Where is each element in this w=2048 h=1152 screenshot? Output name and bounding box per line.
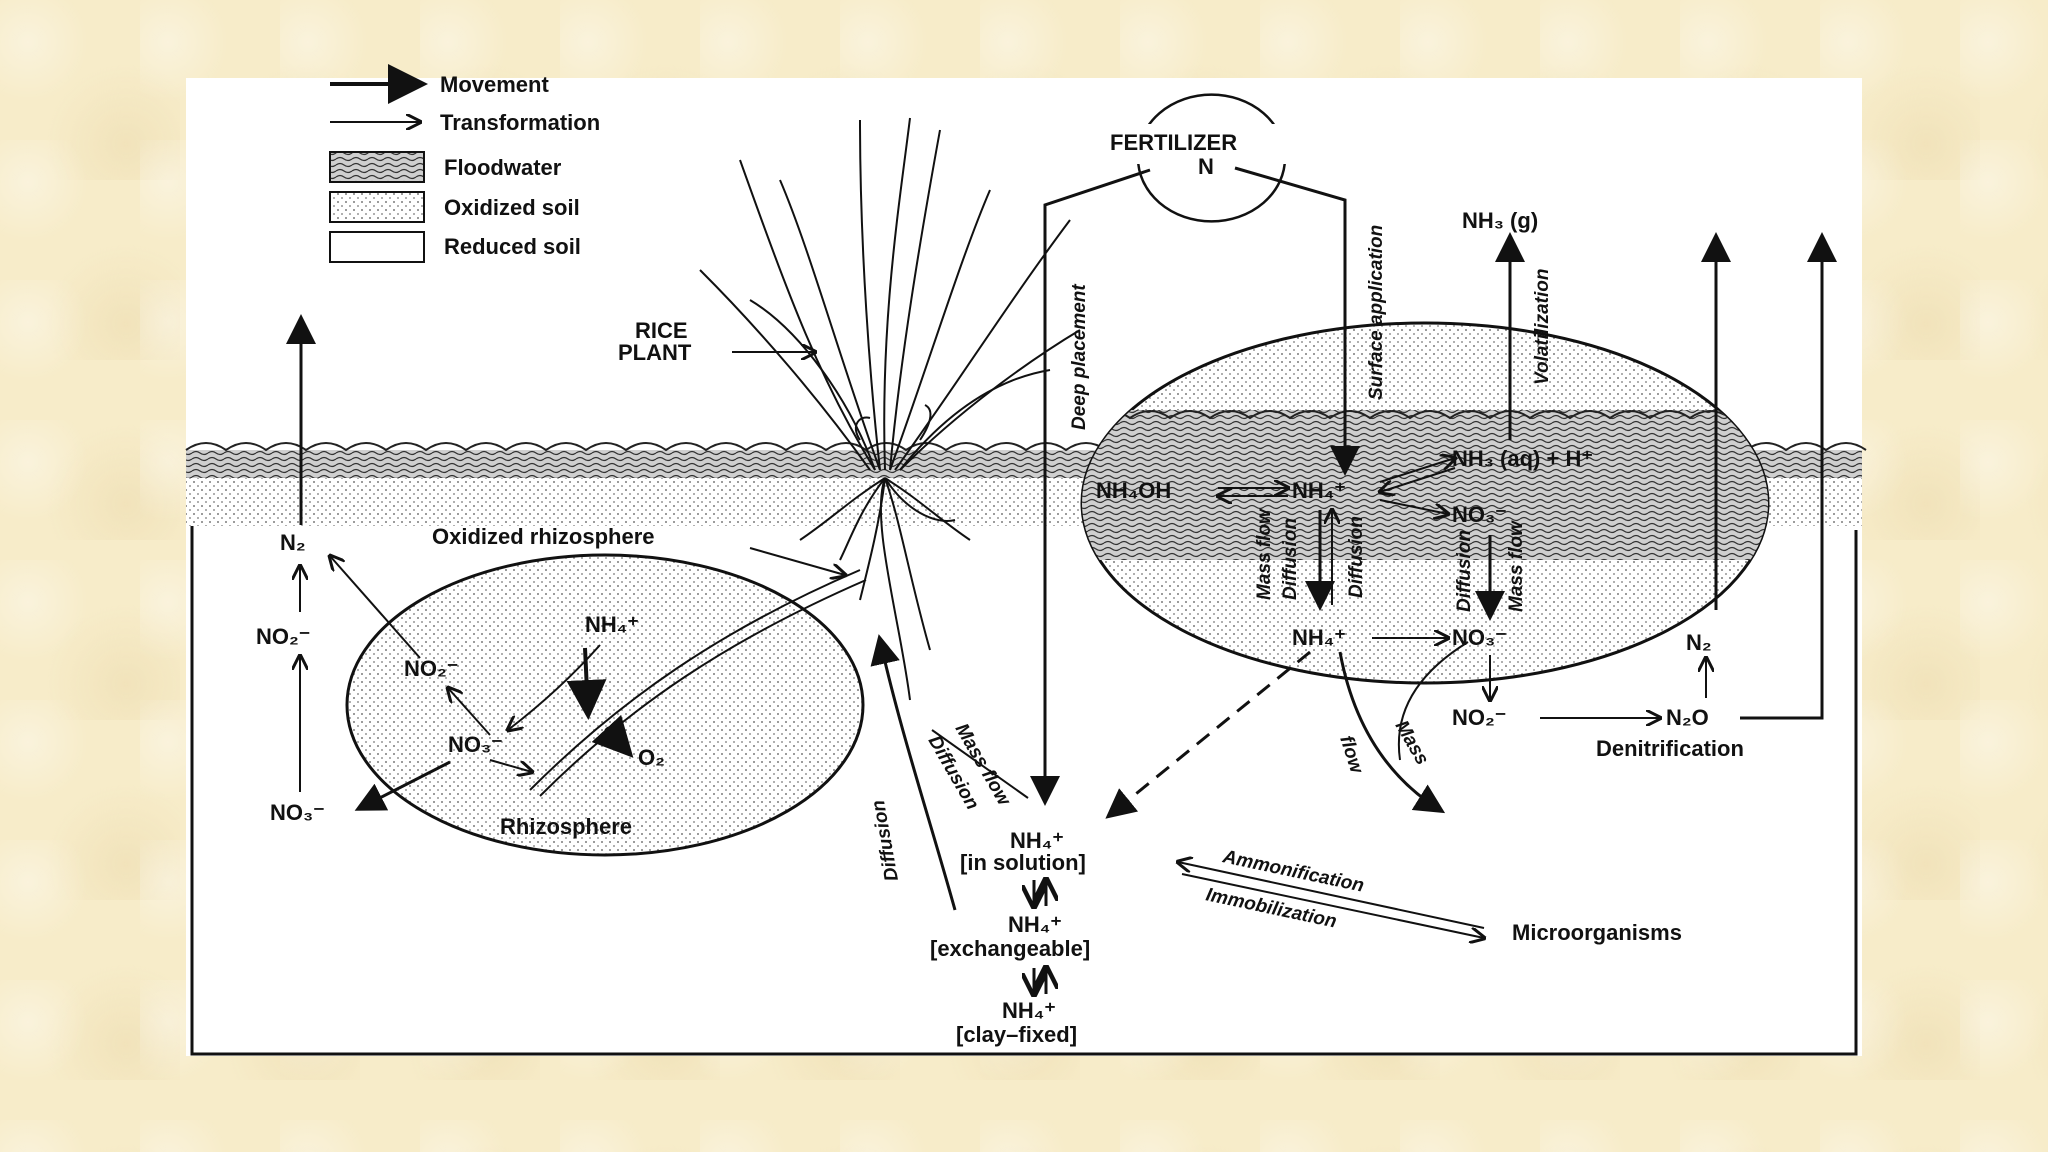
diffusion-up-arrow [870,634,957,911]
fertilizer-source: FERTILIZER N [1100,93,1320,223]
legend-floodwater-swatch [329,151,425,183]
rice-plant-label-1: RICE [635,318,688,343]
rice-plant [699,117,1081,701]
nh4-top-label: NH₄⁺ [1292,478,1346,503]
mass-flow-right-label: Mass flow [1506,520,1527,612]
mass-flow-left-label: Mass flow [1254,508,1275,600]
in-solution-label: [in solution] [960,850,1086,875]
legend-reduced-label: Reduced soil [444,234,581,259]
no2-right-label: NO₂⁻ [1452,705,1506,730]
exchangeable-label: [exchangeable] [930,936,1090,961]
no3-rhizo-label: NO₃⁻ [448,732,503,757]
no3-left-label: NO₃⁻ [270,800,325,825]
no2-rhizo-label: NO₂⁻ [404,656,458,681]
legend-reduced-swatch [329,231,425,263]
fertilizer-label: FERTILIZER [1110,130,1237,155]
rhizosphere-label: Rhizosphere [500,814,632,839]
nh4-solution-label: NH₄⁺ [1010,828,1064,853]
nh4-rhizo-label: NH₄⁺ [585,612,639,637]
fertilizer-zone-circle [1080,321,1770,685]
deep-placement-arrow [1030,168,1151,806]
legend-movement-label: Movement [440,72,549,97]
diffusion-left-label: Diffusion [1280,518,1301,600]
reduced-soil-border [190,526,1858,1056]
rice-plant-label-2: PLANT [618,340,692,365]
legend-transformation-label: Transformation [440,110,600,135]
rhizosphere-circle [345,553,865,857]
legend: Movement Transformation Floodwater Oxidi… [329,64,600,263]
deep-placement-label: Deep placement [1069,284,1090,430]
nh4-clay-label: NH₄⁺ [1002,998,1056,1023]
clay-fixed-label: [clay–fixed] [956,1022,1077,1047]
diffusion-left-label-2: Diffusion [1346,516,1367,598]
mass-flow-curve-arrow [1338,651,1446,814]
nh4-exchangeable-label: NH₄⁺ [1008,912,1062,937]
no3-top-label: NO₃⁻ [1452,502,1507,527]
nh3-gas-label: NH₃ (g) [1462,208,1538,233]
surface-application-label: Surface application [1366,225,1387,400]
dashed-nh4-arrow [1105,650,1311,819]
o2-label: O₂ [638,745,665,770]
nh3-aq-label: NH₃ (aq) + H⁺ [1452,446,1593,471]
surface-application-arrow [1234,166,1360,476]
n2-right-label: N₂ [1686,630,1712,655]
fertilizer-n-label: N [1198,154,1214,179]
n2o-label: N₂O [1666,705,1709,730]
microorganisms-label: Microorganisms [1512,920,1682,945]
nh4-mid-label: NH₄⁺ [1292,625,1346,650]
oxidized-rhizosphere-label: Oxidized rhizosphere [432,524,655,549]
legend-floodwater-label: Floodwater [444,155,562,180]
no2-left-label: NO₂⁻ [256,624,310,649]
legend-oxidized-label: Oxidized soil [444,195,580,220]
n2o-outlet-arrow [1740,232,1837,720]
nh4oh-label: NH₄OH [1096,478,1171,503]
legend-oxidized-swatch [329,191,425,223]
denitrification-label: Denitrification [1596,736,1744,761]
diffusion-right-label: Diffusion [1454,530,1475,612]
n2-left-label: N₂ [280,530,306,555]
volatilization-label: Volatilization [1532,269,1553,385]
